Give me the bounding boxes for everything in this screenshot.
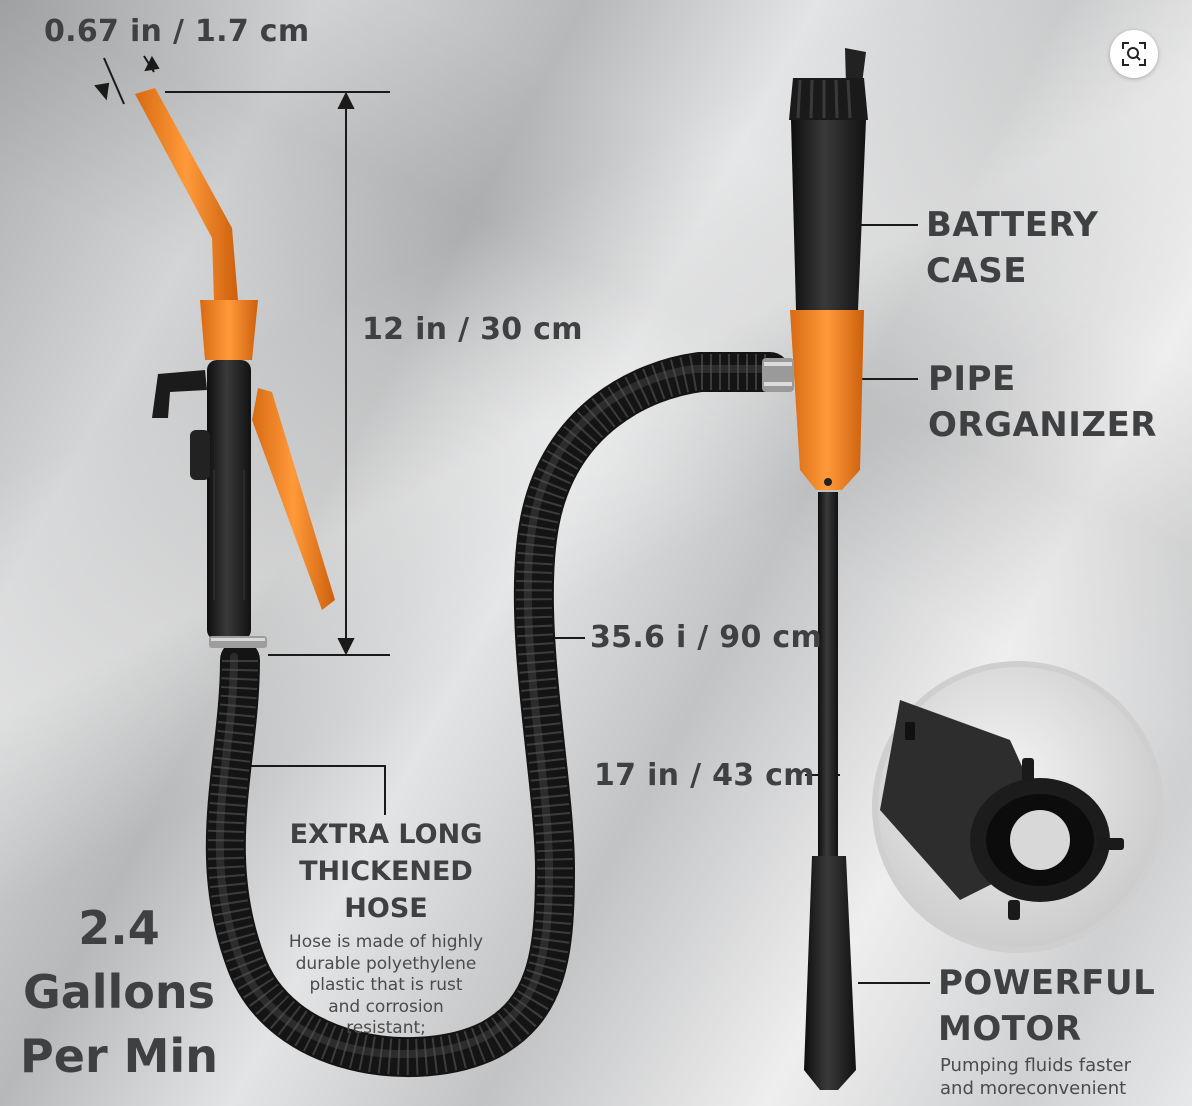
visual-search-button[interactable] bbox=[1110, 30, 1158, 78]
motor-callout-title: POWERFUL MOTOR bbox=[938, 960, 1155, 1052]
motor-title-line-2: MOTOR bbox=[938, 1009, 1082, 1049]
pipe-organizer-line-1: PIPE bbox=[928, 359, 1016, 399]
flow-rate-label: 2.4 Gallons Per Min bbox=[8, 896, 230, 1088]
hose-desc-line-4: and corrosion bbox=[328, 996, 444, 1017]
nozzle-tube bbox=[135, 88, 238, 300]
hose-length-label: 35.6 i / 90 cm bbox=[590, 620, 823, 655]
hose-desc-line-2: durable polyethylene bbox=[295, 953, 477, 974]
motor-callout-description: Pumping fluids faster and moreconvenient bbox=[940, 1054, 1131, 1100]
hose-callout-title: EXTRA LONG THICKENED HOSE bbox=[284, 816, 488, 927]
pipe-length-label: 17 in / 43 cm bbox=[594, 758, 815, 793]
battery-case-line-2: CASE bbox=[926, 251, 1027, 291]
nozzle-length-label: 12 in / 30 cm bbox=[362, 312, 583, 347]
hose-title-line-2: THICKENED bbox=[299, 856, 473, 887]
flow-rate-period: Per Min bbox=[20, 1029, 218, 1083]
hose-desc-line-3: plastic that is rust bbox=[309, 975, 463, 995]
battery-case bbox=[791, 120, 866, 310]
battery-case-line-1: BATTERY bbox=[926, 205, 1099, 245]
flow-rate-value: 2.4 bbox=[78, 901, 160, 955]
nozzle-diameter-label: 0.67 in / 1.7 cm bbox=[44, 14, 310, 49]
hose-desc-line-1: Hose is made of highly bbox=[288, 932, 484, 952]
flow-rate-unit: Gallons bbox=[22, 965, 216, 1019]
suction-pipe bbox=[818, 492, 838, 857]
hose-callout-description: Hose is made of highly durable polyethyl… bbox=[276, 932, 496, 1040]
hose-title-line-3: HOSE bbox=[344, 893, 428, 924]
trigger-lever bbox=[252, 388, 335, 610]
hose-desc-line-5: resistant; bbox=[346, 1018, 426, 1038]
motor-title-line-1: POWERFUL bbox=[938, 963, 1156, 1003]
visual-search-icon bbox=[1122, 42, 1146, 66]
dimension-lines bbox=[94, 55, 930, 984]
hose-title-line-1: EXTRA LONG bbox=[289, 819, 483, 850]
nozzle-assembly bbox=[135, 88, 335, 648]
motor-closeup bbox=[872, 661, 1164, 953]
pipe-organizer-callout: PIPE ORGANIZER bbox=[928, 356, 1157, 448]
motor-desc-line-2: and moreconvenient bbox=[940, 1078, 1127, 1099]
pipe-organizer bbox=[790, 310, 864, 490]
pipe-organizer-line-2: ORGANIZER bbox=[928, 405, 1157, 445]
motor-housing bbox=[804, 856, 856, 1090]
pump-assembly bbox=[762, 48, 868, 1090]
motor-desc-line-1: Pumping fluids faster bbox=[940, 1055, 1132, 1076]
battery-case-callout: BATTERY CASE bbox=[926, 202, 1098, 294]
